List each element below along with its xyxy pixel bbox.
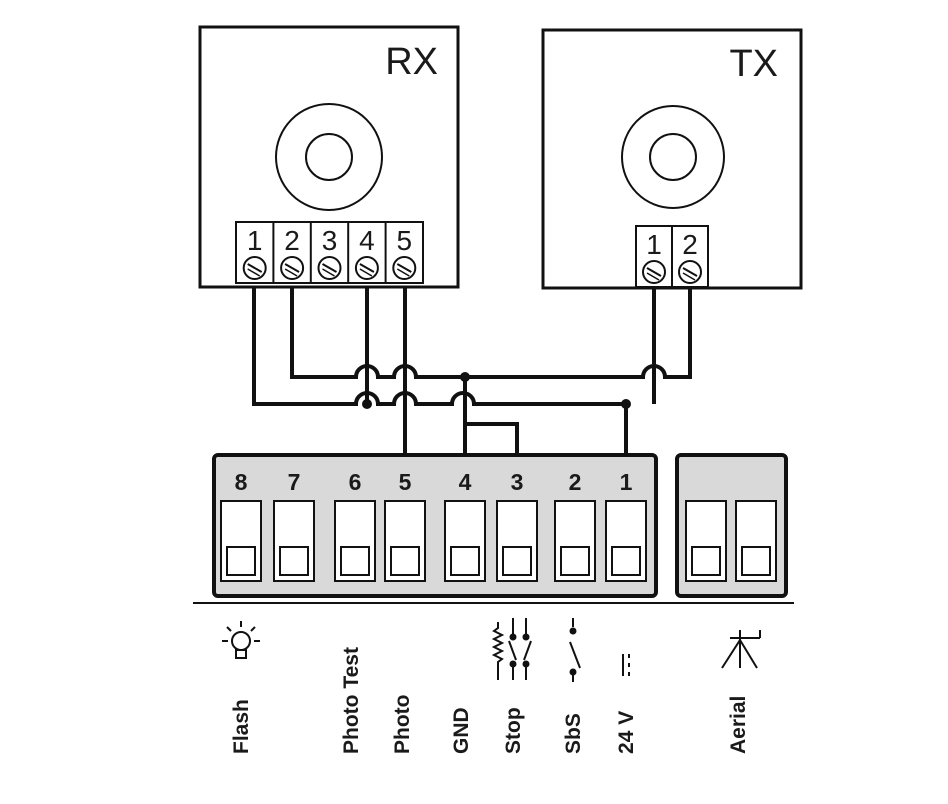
rx-screw-slot xyxy=(359,263,375,273)
tx-label: TX xyxy=(729,43,778,85)
tx-screw-slot xyxy=(646,272,660,281)
wire-bridge-3-4 xyxy=(465,422,519,458)
function-label-gnd: GND xyxy=(450,707,473,754)
function-label-stop: Stop xyxy=(502,707,525,754)
board-terminal-number: 8 xyxy=(235,469,248,495)
board-terminal-clamp xyxy=(560,546,590,576)
junction-dot xyxy=(460,372,470,382)
tx-screw-slot xyxy=(646,267,662,277)
function-label-24-v: 24 V xyxy=(615,711,638,754)
function-label-sbs: SbS xyxy=(562,713,585,754)
lamp-icon xyxy=(222,621,260,659)
dc-icon xyxy=(622,654,630,676)
rx-terminal-number: 2 xyxy=(284,225,300,256)
function-label-photo: Photo xyxy=(391,695,414,754)
function-label-photo-test: Photo Test xyxy=(340,647,363,754)
rx-terminal-number: 1 xyxy=(247,225,263,256)
tx-terminal-number: 1 xyxy=(646,229,662,260)
board-terminal-clamp xyxy=(611,546,641,576)
rx-screw-slot xyxy=(247,263,263,273)
aerial-terminal-clamp xyxy=(741,546,771,576)
control-board: 8 7 6 5 4 3 2 1 xyxy=(212,453,788,598)
wire-rx2-to-tx2 xyxy=(290,287,692,379)
tx-lens-inner xyxy=(649,133,697,181)
board-terminal-clamp xyxy=(390,546,420,576)
wiring xyxy=(252,287,692,458)
board-terminal-number: 4 xyxy=(459,469,472,495)
rx-screw-slot xyxy=(396,268,410,277)
board-terminal-number: 1 xyxy=(620,469,633,495)
board-terminal-clamp xyxy=(226,546,256,576)
rx-screw-slot xyxy=(284,263,300,273)
wire-rx1-to-board1 xyxy=(252,287,628,458)
board-terminal-clamp xyxy=(450,546,480,576)
board-terminal-number: 5 xyxy=(399,469,412,495)
rx-lens-outer xyxy=(275,103,383,211)
rx-screw-slot xyxy=(322,268,335,277)
rx-screw-slot xyxy=(396,263,412,273)
rx-lens-inner xyxy=(305,133,353,181)
rx-screw-slot xyxy=(247,268,261,277)
board-terminal-number: 6 xyxy=(349,469,362,495)
junction-dot xyxy=(362,399,372,409)
rx-screw-slot xyxy=(284,268,298,277)
junction-dot xyxy=(621,399,631,409)
rx-terminal-number: 4 xyxy=(359,225,375,256)
rx-label: RX xyxy=(385,41,438,83)
board-terminal-number: 3 xyxy=(511,469,524,495)
stop-switch-icon xyxy=(491,618,532,680)
function-label-flash: Flash xyxy=(230,699,253,754)
board-terminal-number: 7 xyxy=(288,469,301,495)
board-terminal-clamp xyxy=(279,546,309,576)
rx-terminal-number: 5 xyxy=(397,225,413,256)
board-terminal-clamp xyxy=(340,546,370,576)
tx-screw-slot xyxy=(682,272,696,281)
function-label-aerial: Aerial xyxy=(727,696,750,754)
tx-terminal-number: 2 xyxy=(682,229,698,260)
rx-screw-slot xyxy=(359,268,373,277)
tx-screw-slot xyxy=(682,267,698,277)
board-terminal-clamp xyxy=(502,546,532,576)
antenna-icon xyxy=(721,630,761,669)
rx-terminal-number: 3 xyxy=(322,225,338,256)
tx-lens-outer xyxy=(621,105,725,209)
switch-icon xyxy=(569,618,581,682)
rx-screw-slot xyxy=(322,263,337,273)
aerial-terminal-clamp xyxy=(691,546,721,576)
board-terminal-number: 2 xyxy=(569,469,582,495)
board-main-strip xyxy=(212,453,658,598)
